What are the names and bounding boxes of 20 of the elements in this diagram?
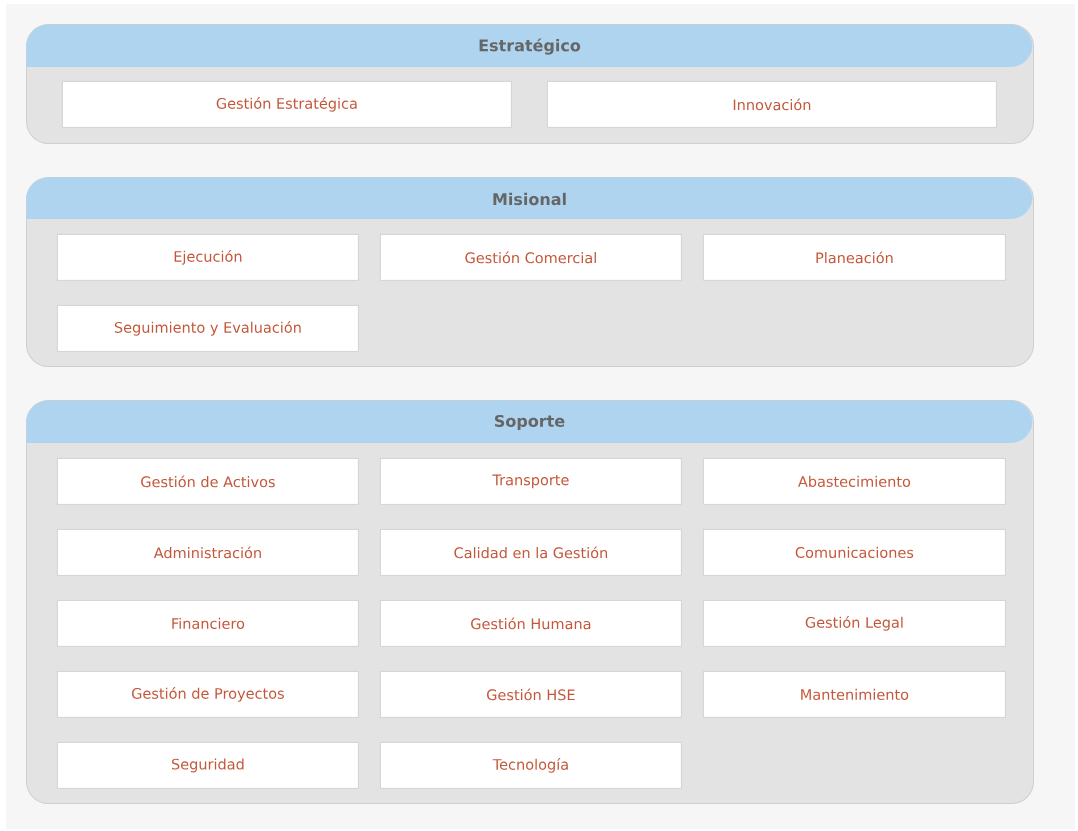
process-box: Gestión Humana xyxy=(380,600,682,647)
process-box: Calidad en la Gestión xyxy=(380,529,682,576)
process-box: Gestión Estratégica xyxy=(62,81,512,128)
process-box: Transporte xyxy=(380,458,682,505)
process-box: Administración xyxy=(57,529,359,576)
process-box: Ejecución xyxy=(57,234,359,281)
process-box: Innovación xyxy=(547,81,997,128)
process-box: Planeación xyxy=(703,234,1006,281)
process-box: Gestión de Proyectos xyxy=(57,671,359,718)
process-box: Mantenimiento xyxy=(703,671,1006,718)
process-box: Tecnología xyxy=(380,742,682,789)
process-box: Seguimiento y Evaluación xyxy=(57,305,359,352)
process-box: Gestión Legal xyxy=(703,600,1006,647)
process-box: Gestión HSE xyxy=(380,671,682,718)
process-box: Comunicaciones xyxy=(703,529,1006,576)
process-box: Abastecimiento xyxy=(703,458,1006,505)
process-box: Financiero xyxy=(57,600,359,647)
process-box: Gestión de Activos xyxy=(57,458,359,505)
process-box: Gestión Comercial xyxy=(380,234,682,281)
process-box: Seguridad xyxy=(57,742,359,789)
